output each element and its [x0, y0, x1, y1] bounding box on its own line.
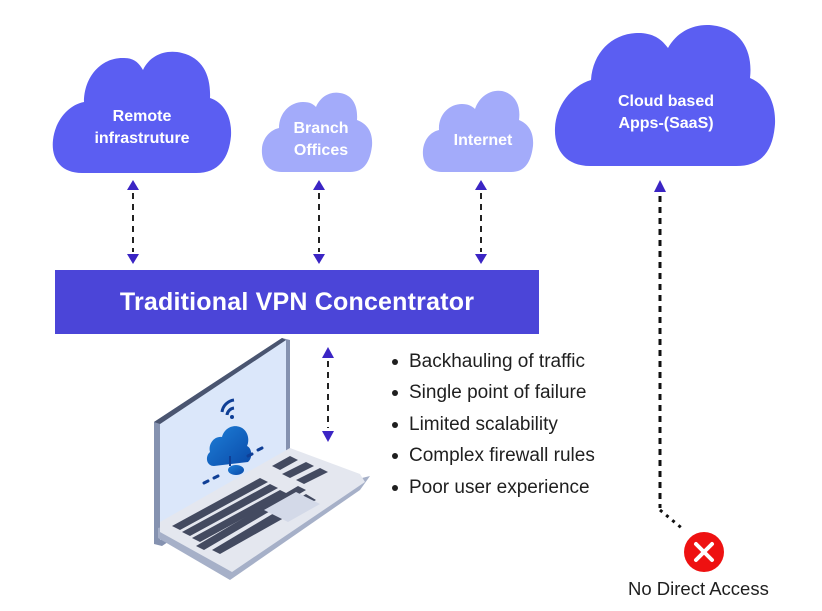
issue-item: Single point of failure — [392, 378, 595, 410]
bullet-icon — [392, 484, 398, 491]
issue-text: Backhauling of traffic — [409, 350, 586, 372]
issue-item: Limited scalability — [392, 409, 595, 441]
x-circle-icon — [684, 532, 724, 572]
cloud-label-branch: Branch Offices — [266, 118, 376, 162]
no-direct-access-label: No Direct Access — [628, 578, 769, 599]
bullet-icon — [392, 453, 398, 460]
vpn-concentrator-box: Traditional VPN Concentrator — [55, 270, 539, 334]
bullet-icon — [392, 358, 398, 365]
cloud-label-line: Offices — [293, 142, 349, 159]
cloud-label-saas: Cloud based Apps-(SaaS) — [586, 91, 746, 135]
bullet-icon — [392, 421, 398, 428]
issue-text: Single point of failure — [409, 382, 587, 404]
connector-saas-blocked — [654, 180, 685, 532]
cloud-label-line: infrastruture — [94, 130, 190, 147]
bullet-icon — [392, 390, 398, 397]
issue-text: Limited scalability — [409, 413, 558, 435]
cloud-saas — [554, 24, 776, 167]
issue-text: Poor user experience — [409, 476, 590, 498]
connector-remote — [127, 180, 139, 264]
cloud-label-line: Branch — [293, 120, 349, 137]
cloud-label-line: Remote — [112, 108, 172, 125]
issue-item: Backhauling of traffic — [392, 346, 595, 378]
issue-text: Complex firewall rules — [409, 445, 595, 467]
cloud-remote — [52, 51, 232, 173]
laptop-illustration — [154, 338, 370, 580]
issue-item: Complex firewall rules — [392, 441, 595, 473]
issue-item: Poor user experience — [392, 472, 595, 504]
issues-list: Backhauling of traffic Single point of f… — [392, 346, 595, 504]
cloud-branch — [261, 92, 373, 172]
cloud-label-internet: Internet — [428, 130, 538, 152]
vpn-concentrator-label: Traditional VPN Concentrator — [119, 287, 475, 316]
cloud-label-line: Internet — [453, 132, 513, 149]
cloud-internet — [422, 90, 534, 172]
cloud-label-line: Cloud based — [617, 93, 714, 110]
cloud-label-line: Apps-(SaaS) — [618, 115, 714, 132]
connector-branch — [313, 180, 325, 264]
connector-internet — [475, 180, 487, 264]
connector-laptop — [322, 347, 334, 442]
cloud-label-remote: Remote infrastruture — [72, 106, 212, 150]
